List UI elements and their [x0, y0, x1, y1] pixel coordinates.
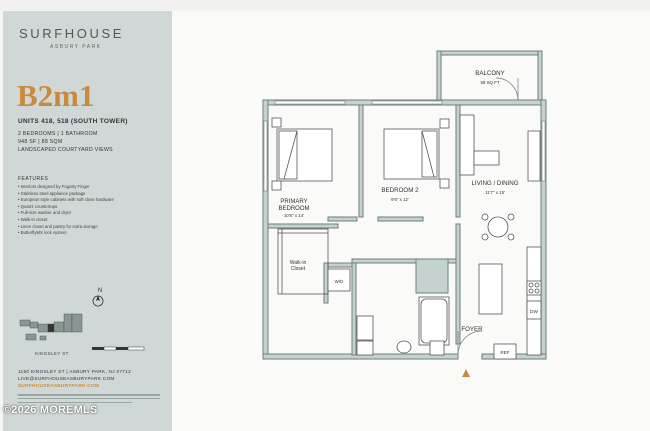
key-plan-icon — [19, 313, 83, 341]
features-list: Interiors designed by Fogarty Finger Sta… — [18, 184, 114, 237]
feature-item: Linen closet and pantry for extra storag… — [18, 224, 114, 231]
feature-item: Quartz countertops — [18, 204, 114, 211]
feature-item: Stainless steel appliance package — [18, 191, 114, 198]
unit-numbers: UNITS 418, 518 (SOUTH TOWER) — [18, 118, 128, 125]
ref-label: REF — [500, 350, 509, 355]
bedroom2-label: BEDROOM 2 — [381, 187, 419, 194]
feature-item: European style cabinets with soft close … — [18, 197, 114, 204]
brand-name: SURFHOUSE — [19, 26, 125, 41]
spec-views: LANDSCAPED COURTYARD VIEWS — [18, 147, 113, 153]
primary-bedroom-dims: 10'6" x 14' — [284, 213, 304, 218]
balcony-label: BALCONY — [475, 70, 505, 77]
floor-plan: BALCONY 59 SQ FT LIVING / DINING 11'7" x… — [172, 11, 650, 431]
brand-subtitle: ASBURY PARK — [50, 44, 102, 50]
contact-email[interactable]: LIVE@SURFHOUSEASBURYPARK.COM — [18, 376, 115, 381]
features-title: FEATURES — [18, 176, 49, 182]
street-label: KINGSLEY ST — [35, 351, 69, 356]
dw-label: DW — [530, 309, 538, 314]
disclaimer-text — [18, 394, 160, 405]
floor-plan-drawing: BALCONY 59 SQ FT LIVING / DINING 11'7" x… — [262, 50, 547, 377]
bedroom2-dims: 9'6" x 12' — [391, 197, 409, 202]
feature-item: Interiors designed by Fogarty Finger — [18, 184, 114, 191]
compass-icon: N — [92, 288, 104, 307]
living-label: LIVING / DINING — [471, 180, 518, 187]
living-dims: 11'7" x 15' — [485, 190, 505, 195]
balcony-dims: 59 SQ FT — [480, 80, 499, 85]
wd-label: W/D — [335, 279, 345, 284]
feature-item: Full-size washer and dryer — [18, 210, 114, 217]
scale-bar — [92, 346, 145, 351]
contact-address: 1150 KINGSLEY ST | ASBURY PARK, NJ 07712 — [18, 369, 132, 374]
watermark: ©2026 MOREMLS — [3, 404, 98, 416]
unit-code: B2m1 — [17, 78, 95, 113]
feature-item: Walk-in closet — [18, 217, 114, 224]
spec-rooms: 2 BEDROOMS | 1 BATHROOM — [18, 131, 98, 137]
compass-label: N — [98, 288, 102, 294]
contact-website[interactable]: SURFHOUSEASBURYPARK.COM — [18, 383, 100, 388]
top-bar — [0, 0, 650, 10]
spec-size: 948 SF | 88 SQM — [18, 139, 63, 145]
feature-item: ButterflyMX lock system — [18, 230, 114, 237]
foyer-label: FOYER — [461, 326, 483, 333]
